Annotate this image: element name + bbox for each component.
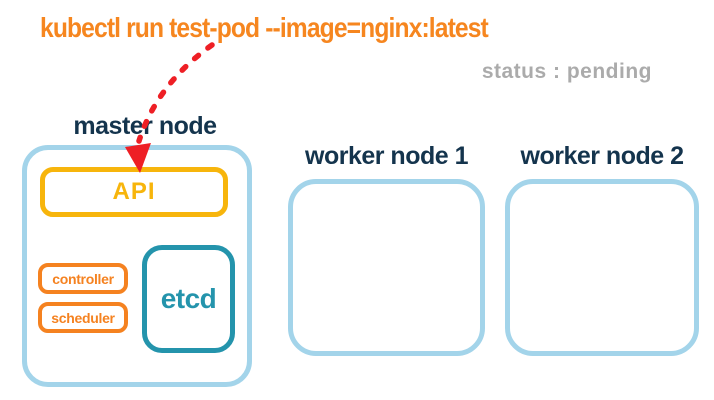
pod-status-text: status : pending [481, 60, 652, 83]
api-server-label: API [112, 178, 156, 205]
controller-label: controller [52, 270, 114, 287]
master-node-box: API controller scheduler etcd [22, 145, 252, 387]
worker-node-1-box [288, 179, 485, 356]
worker-node-2-title: worker node 2 [520, 142, 685, 170]
api-server-box: API [40, 167, 228, 217]
worker-node-2-box [505, 179, 699, 356]
etcd-label: etcd [160, 283, 217, 314]
kubectl-command-text: kubectl run test-pod --image=nginx:lates… [40, 12, 489, 43]
controller-box: controller [38, 263, 128, 294]
scheduler-box: scheduler [38, 302, 128, 333]
worker-node-1-title: worker node 1 [305, 142, 469, 170]
etcd-box: etcd [142, 245, 235, 353]
scheduler-label: scheduler [51, 309, 115, 326]
master-node-title: master node [73, 112, 217, 140]
